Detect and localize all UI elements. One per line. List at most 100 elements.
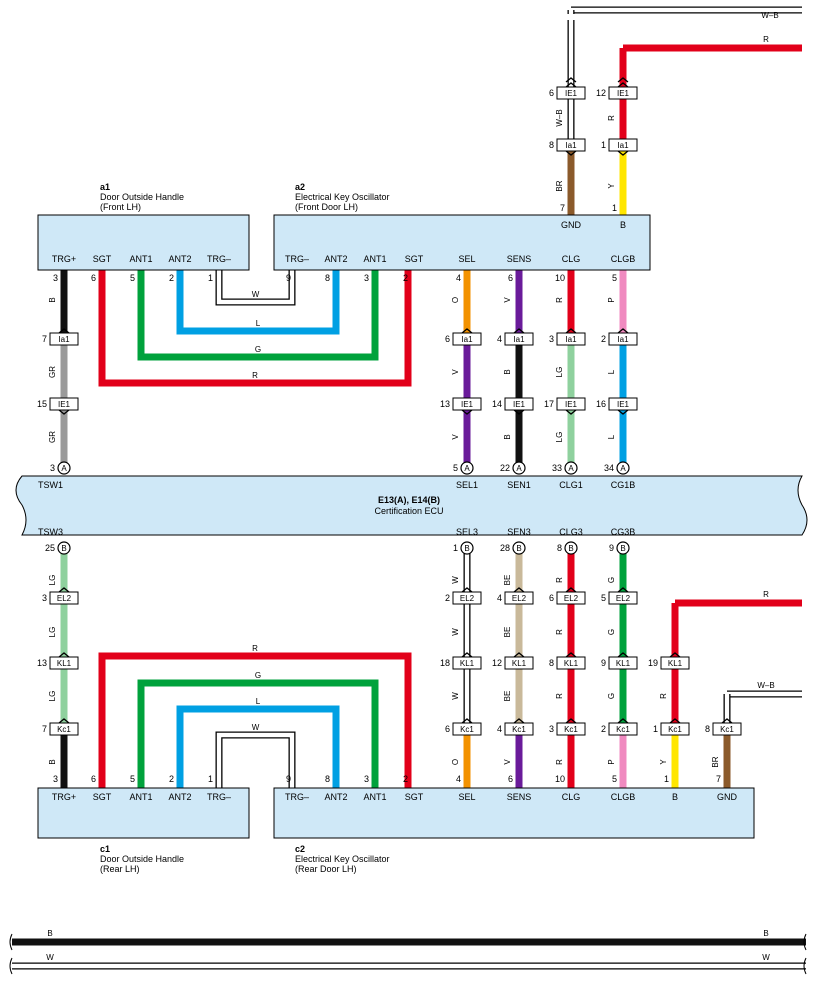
inline-connector	[504, 332, 534, 346]
connector-code: IE1	[461, 400, 474, 409]
wire-code-label: W–B	[555, 109, 564, 126]
ecu-pin-number: 22	[500, 463, 510, 473]
wire-code-label: G	[607, 577, 616, 583]
connector-pin-number: 19	[648, 658, 658, 668]
wire-code-label: BR	[711, 756, 720, 767]
connector-pin-number: 13	[37, 658, 47, 668]
pin-number: 6	[91, 273, 96, 283]
connector-code: KL1	[460, 659, 475, 668]
ecu-signal-label: CG3B	[611, 527, 636, 537]
wire-code-label: GR	[48, 431, 57, 443]
ecu-plug-letter: A	[464, 464, 470, 473]
pin-number: 1	[208, 273, 213, 283]
connector-code: IE1	[513, 400, 526, 409]
bus-code-label: B	[763, 929, 768, 938]
wire-code-label: B	[48, 759, 57, 764]
junction-chevron	[669, 652, 681, 658]
ecu-plug-marker	[564, 461, 578, 475]
wire-code-label: O	[451, 759, 460, 765]
ecu-plug-letter: A	[568, 464, 574, 473]
component-name: Electrical Key Oscillator	[295, 192, 390, 202]
component-name: Electrical Key Oscillator	[295, 854, 390, 864]
ecu-plug-letter: B	[568, 544, 573, 553]
junction-chevron	[461, 328, 473, 334]
junction-chevron	[565, 718, 577, 724]
inline-connector	[504, 656, 534, 670]
connector-pin-number: 17	[544, 399, 554, 409]
pin-number: 3	[364, 273, 369, 283]
junction-chevron	[461, 718, 473, 724]
connector-code: Kc1	[564, 725, 578, 734]
pin-label: ANT2	[168, 254, 191, 264]
inline-connector	[504, 397, 534, 411]
junction-chevron	[617, 587, 629, 593]
front-handle-box	[37, 214, 250, 271]
component-id: a1	[100, 182, 110, 192]
connector-code: Ia1	[617, 335, 629, 344]
pin-number: 8	[325, 273, 330, 283]
front-gnd-end-code: W–B	[761, 11, 778, 20]
inline-connector	[556, 722, 586, 736]
pin-label: TRG–	[207, 254, 231, 264]
pin-label: SENS	[507, 792, 532, 802]
connector-code: Kc1	[57, 725, 71, 734]
pin-number: 3	[53, 273, 58, 283]
pin-label: ANT2	[168, 792, 191, 802]
ecu-signal-label: CLG3	[559, 527, 583, 537]
junction-chevron	[617, 328, 629, 334]
connector-code: EL2	[564, 594, 579, 603]
connector-pin-number: 8	[549, 658, 554, 668]
junction-chevron	[461, 652, 473, 658]
junction-chevron	[565, 652, 577, 658]
ecu-signal-label: SEN3	[507, 527, 531, 537]
component-layer	[9, 77, 808, 975]
junction-chevron	[58, 587, 70, 593]
pin-label: SGT	[93, 254, 112, 264]
component-location: (Front Door LH)	[295, 202, 358, 212]
pin-number: 10	[555, 273, 565, 283]
ecu-title: E13(A), E14(B)	[378, 495, 440, 505]
pin-number: 5	[130, 273, 135, 283]
wire-code-label: B	[48, 297, 57, 302]
rear-loop-wire-2	[176, 705, 340, 788]
wire-code-label: R	[555, 693, 564, 699]
pin-label: TRG–	[285, 254, 309, 264]
inline-connector	[49, 332, 79, 346]
ecu-name: Certification ECU	[374, 506, 443, 516]
wire-code-label: R	[555, 759, 564, 765]
wire-code-label: B	[503, 434, 512, 439]
ecu-plug-marker	[460, 461, 474, 475]
junction-chevron	[513, 409, 525, 415]
connector-pin-number: 1	[653, 724, 658, 734]
connector-pin-number: 12	[596, 88, 606, 98]
connector-code: KL1	[564, 659, 579, 668]
inline-connector	[452, 722, 482, 736]
junction-chevron	[565, 77, 577, 83]
pin-number: 9	[286, 774, 291, 784]
wire-code-label: L	[607, 369, 616, 374]
connector-pin-number: 1	[612, 203, 617, 213]
component-id: a2	[295, 182, 305, 192]
front-loop-code: W	[252, 290, 260, 299]
rear-loop-code: L	[256, 697, 261, 706]
inline-connector	[452, 656, 482, 670]
junction-chevron	[565, 587, 577, 593]
connector-pin-number: 18	[440, 658, 450, 668]
junction-chevron	[58, 718, 70, 724]
connector-pin-number: 3	[549, 334, 554, 344]
inline-connector	[504, 722, 534, 736]
front-loop-code: G	[255, 345, 261, 354]
pin-number: 2	[169, 774, 174, 784]
ecu-plug-letter: B	[61, 544, 66, 553]
connector-code: EL2	[460, 594, 475, 603]
rear-loop-wire-0	[98, 652, 412, 788]
connector-pin-number: 12	[492, 658, 502, 668]
ecu-plug-marker	[57, 461, 71, 475]
junction-chevron	[565, 150, 577, 156]
inline-connector	[556, 138, 586, 152]
wire-code-label: P	[607, 297, 616, 302]
rear-loop-code: W	[252, 723, 260, 732]
component-name: Door Outside Handle	[100, 192, 184, 202]
pin-label: CLGB	[611, 792, 636, 802]
pin-label: SGT	[405, 254, 424, 264]
